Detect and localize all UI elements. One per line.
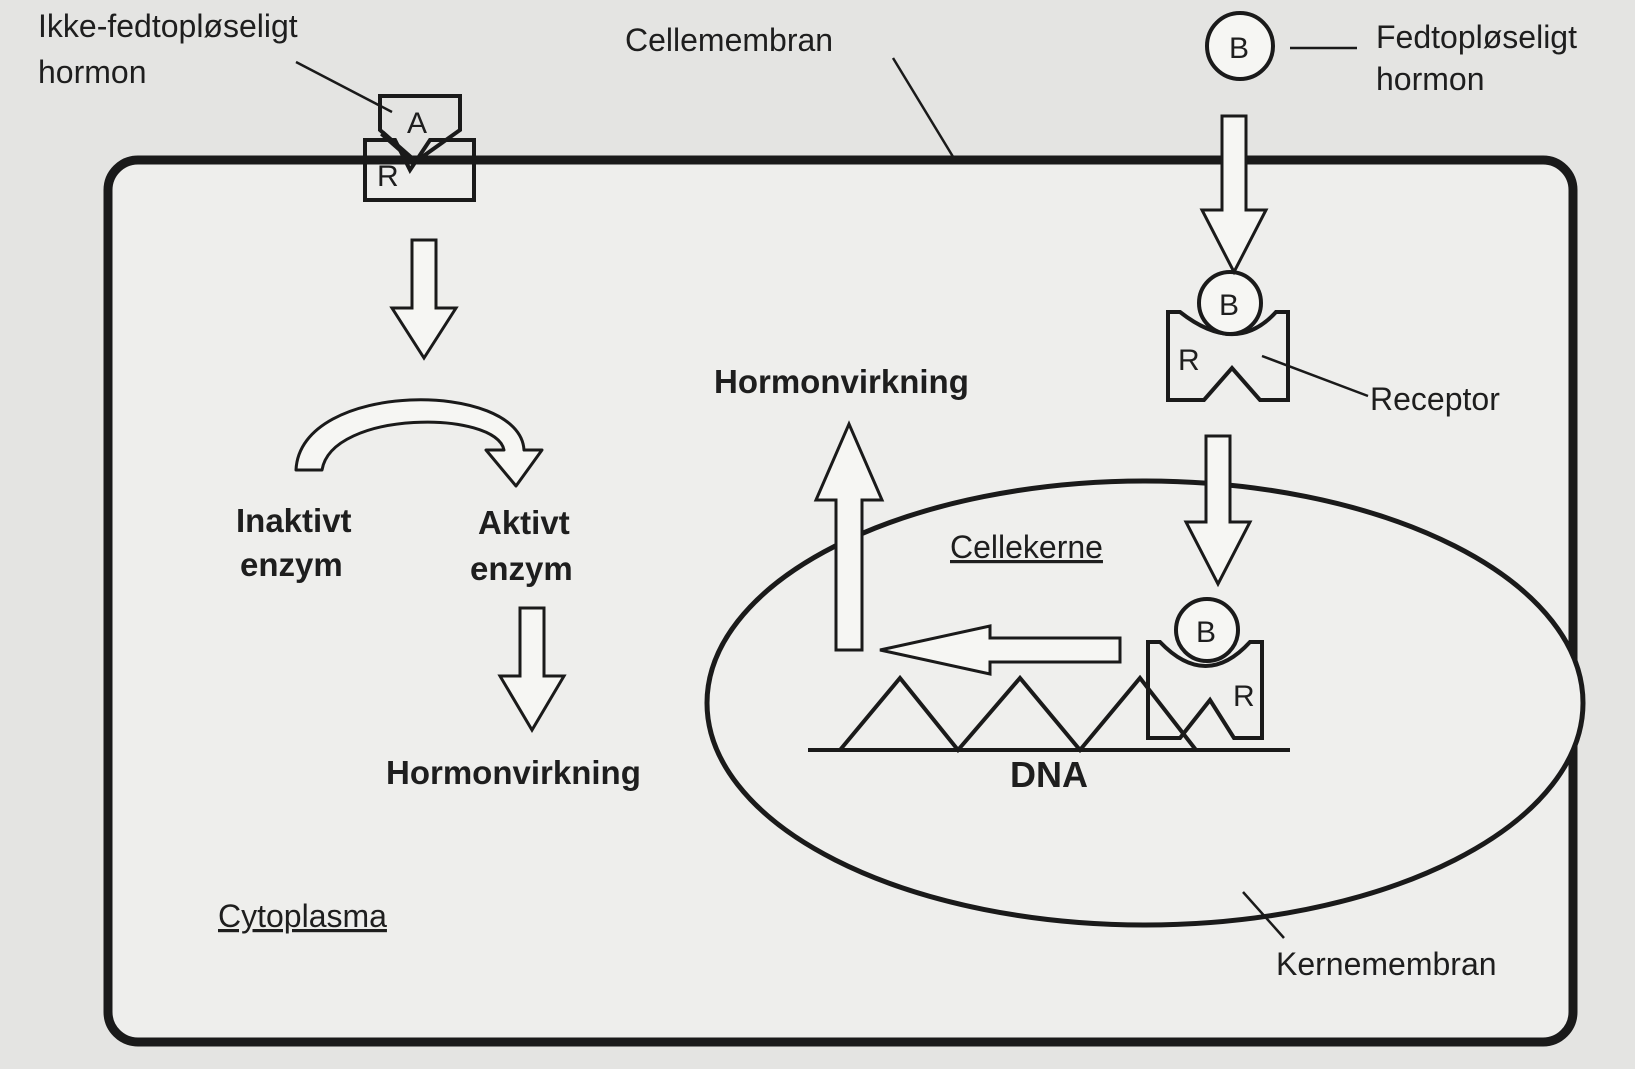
hormone-b-nuclear-letter: B	[1196, 616, 1216, 649]
label-insoluble-hormone-line1: Ikke-fedtopløseligt	[38, 8, 298, 44]
leader-line-cell-membrane	[891, 57, 957, 161]
membrane-receptor-letter: R	[377, 160, 399, 193]
nucleus-outline	[704, 478, 1586, 928]
arrow-complex-to-nucleus	[1183, 434, 1253, 588]
arrow-enzyme-to-action	[497, 606, 567, 733]
nuclear-receptor	[1146, 640, 1264, 740]
label-soluble-hormone-line2: hormon	[1376, 61, 1485, 97]
label-cell-membrane: Cellemembran	[625, 22, 833, 58]
arrow-dna-signal-left	[879, 624, 1122, 676]
label-insoluble-hormone-line2: hormon	[38, 54, 147, 90]
arrow-hormone-b-entering	[1199, 114, 1269, 276]
label-nucleus: Cellekerne	[950, 529, 1103, 565]
cytoplasmic-receptor-letter: R	[1178, 344, 1200, 377]
hormone-b-bound-circle	[1197, 270, 1263, 336]
arrow-receptor-to-enzyme	[389, 238, 459, 361]
label-nuclear-membrane: Kernemembran	[1276, 946, 1497, 982]
label-cytoplasm: Cytoplasma	[218, 898, 387, 934]
hormone-b-free-letter: B	[1229, 32, 1249, 65]
leader-line-insoluble-hormone	[295, 60, 393, 114]
leader-line-receptor	[1261, 354, 1369, 398]
label-active-enzyme-line2: enzym	[470, 550, 573, 587]
nuclear-receptor-letter: R	[1233, 680, 1255, 713]
hormone-b-nuclear-circle	[1174, 597, 1240, 663]
hormone-b-free-circle	[1205, 11, 1275, 81]
label-active-enzyme-line1: Aktivt	[478, 504, 570, 541]
label-inactive-enzyme-line1: Inaktivt	[236, 502, 352, 539]
label-hormone-action-top: Hormonvirkning	[714, 363, 969, 400]
label-dna: DNA	[1010, 754, 1088, 795]
hormone-a-letter: A	[407, 107, 427, 140]
label-hormone-action-bottom: Hormonvirkning	[386, 754, 641, 791]
cytoplasmic-receptor	[1166, 310, 1290, 402]
label-inactive-enzyme-line2: enzym	[240, 546, 343, 583]
label-soluble-hormone-line1: Fedtopløseligt	[1376, 19, 1577, 55]
hormone-b-bound-letter: B	[1219, 289, 1239, 322]
dna-zigzag	[838, 674, 1198, 754]
leader-line-nuclear-membrane	[1242, 891, 1285, 939]
label-receptor: Receptor	[1370, 381, 1500, 417]
enzyme-activation-curved-arrow	[294, 398, 544, 488]
hormone-a-shape	[378, 94, 462, 165]
arrow-nucleus-up	[813, 420, 885, 652]
